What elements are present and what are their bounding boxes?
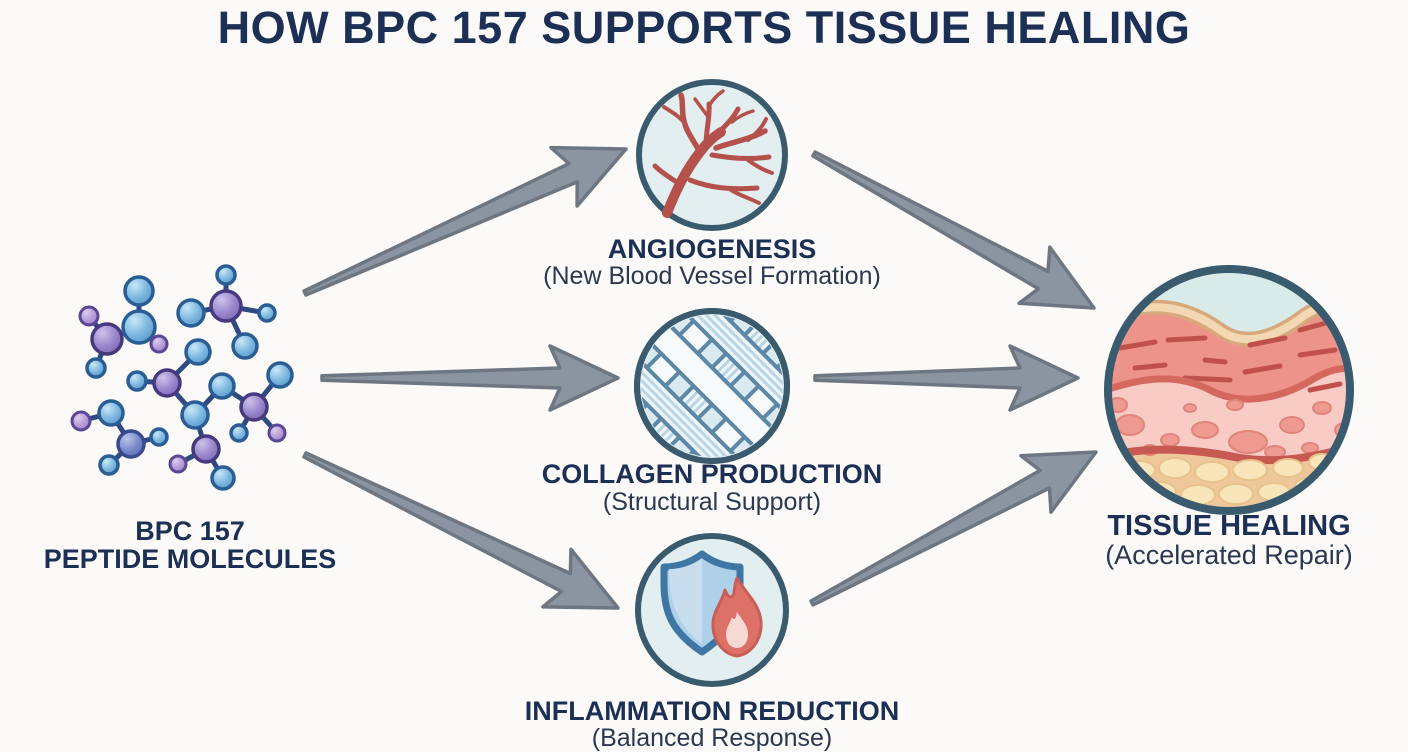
node-collagen-label: COLLAGEN PRODUCTION	[541, 459, 883, 489]
shield-flame-icon	[635, 533, 789, 687]
node-angiogenesis-label: ANGIOGENESIS	[607, 234, 817, 264]
blood-vessels-icon	[636, 79, 788, 231]
arrow-angiogenesis-to-tissue	[811, 150, 1096, 310]
arrow-molecules-to-collagen	[320, 344, 620, 412]
arrow-collagen-to-tissue	[813, 344, 1080, 412]
arrow-inflammation-to-tissue	[809, 450, 1098, 607]
collagen-weave-icon	[634, 308, 790, 464]
flow-arrows	[302, 145, 1098, 610]
arrow-molecules-to-inflammation	[302, 451, 620, 610]
arrow-molecules-to-angiogenesis	[302, 145, 628, 297]
source-label-line2: PEPTIDE MOLECULES	[43, 544, 337, 574]
node-inflammation-label: INFLAMMATION REDUCTION	[524, 696, 900, 726]
source-label-line1: BPC 157	[135, 516, 245, 546]
molecule-atoms	[70, 264, 294, 491]
node-collagen-sublabel: (Structural Support)	[602, 488, 822, 516]
node-inflammation-sublabel: (Balanced Response)	[591, 724, 833, 752]
target-label: TISSUE HEALING	[1107, 510, 1351, 542]
node-angiogenesis-sublabel: (New Blood Vessel Formation)	[543, 262, 881, 290]
peptide-molecules-illustration	[70, 264, 294, 491]
skin-layers-icon	[1104, 265, 1354, 515]
page-title: HOW BPC 157 SUPPORTS TISSUE HEALING	[217, 2, 1191, 53]
target-sublabel: (Accelerated Repair)	[1105, 540, 1353, 570]
